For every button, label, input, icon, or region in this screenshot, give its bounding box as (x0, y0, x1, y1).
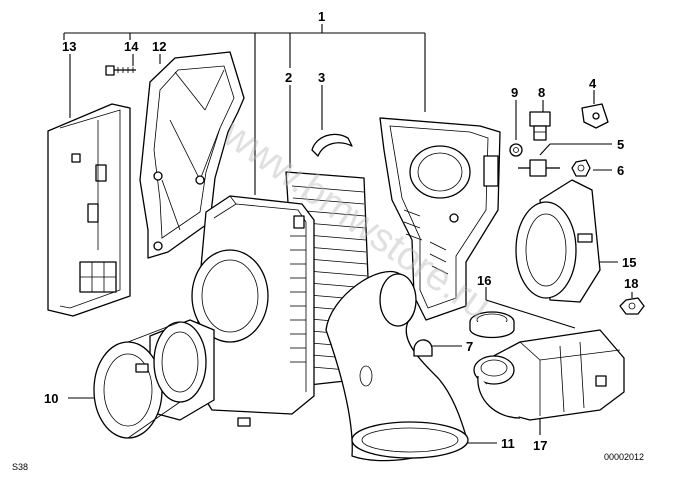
leader-lines (63, 24, 633, 444)
part-14-screw (105, 65, 136, 76)
label-part-5: 5 (617, 137, 624, 152)
part-15-outlet-ring (515, 179, 601, 303)
part-12-bracket (139, 51, 245, 259)
label-part-3: 3 (318, 70, 325, 85)
part-11-elbow-duct (325, 271, 469, 462)
part-1-housing-lower (191, 195, 315, 427)
part-9-washer (509, 143, 523, 157)
part-4-retaining-clip (581, 103, 609, 129)
label-part-7: 7 (466, 339, 473, 354)
label-part-11: 11 (501, 436, 515, 451)
part-labels: 1 2 3 4 5 6 7 8 9 10 11 12 13 14 15 16 1… (44, 9, 638, 453)
label-part-2: 2 (285, 70, 292, 85)
label-part-1: 1 (318, 9, 325, 24)
label-part-18: 18 (624, 276, 638, 291)
label-part-10: 10 (44, 391, 58, 406)
part-3-clip (311, 133, 353, 157)
corner-code: S38 (12, 462, 28, 472)
part-13-cover-plate (47, 103, 131, 317)
part-17-resonator (473, 329, 625, 421)
label-part-13: 13 (62, 39, 76, 54)
part-10-intake-adapter (93, 319, 215, 439)
part-6-nut (571, 159, 591, 177)
housing-ribs (290, 235, 306, 363)
label-part-16: 16 (477, 273, 491, 288)
part-18-nut (619, 297, 645, 315)
part-8-sensor (529, 111, 551, 141)
drawing-number: 00002012 (604, 452, 644, 462)
part-16-seal-ring (469, 311, 515, 339)
label-part-8: 8 (538, 85, 545, 100)
part-1-housing-upper (379, 117, 501, 321)
part-5-rubber-mount (518, 159, 560, 177)
label-part-17: 17 (533, 438, 547, 453)
part-7-rubber-cap (413, 339, 433, 357)
label-part-9: 9 (511, 85, 518, 100)
label-part-12: 12 (152, 39, 166, 54)
label-part-4: 4 (589, 76, 597, 91)
label-part-15: 15 (622, 255, 636, 270)
label-part-6: 6 (617, 163, 624, 178)
label-part-14: 14 (124, 39, 139, 54)
